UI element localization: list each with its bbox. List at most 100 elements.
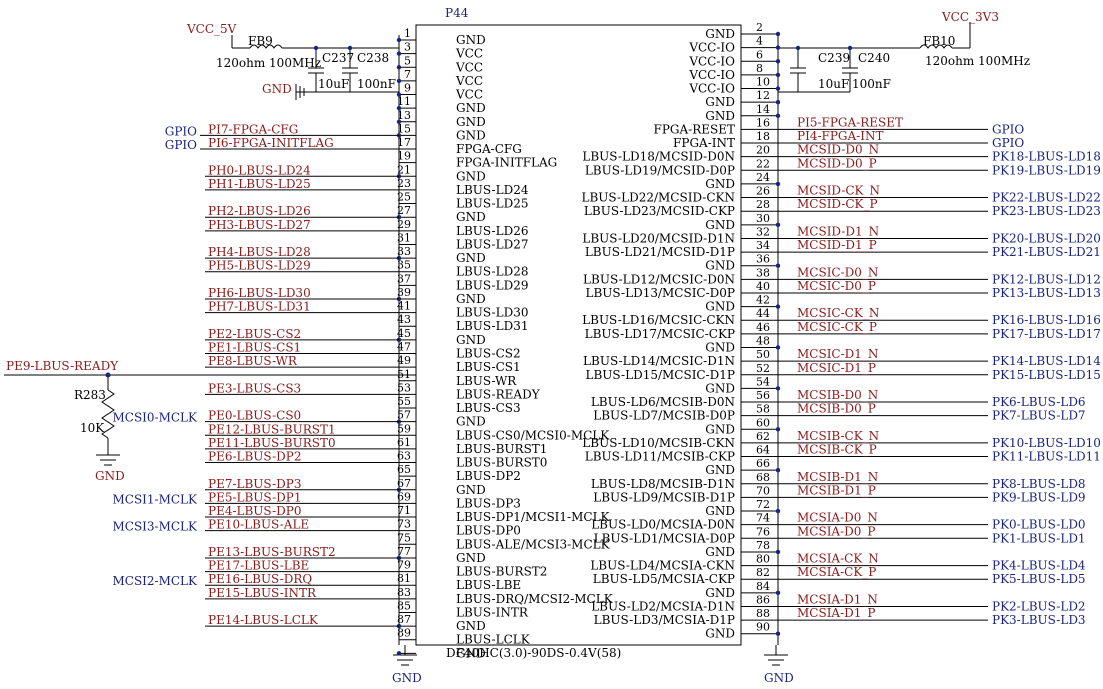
signal-alias-right: PK19-LBUS-LD19 xyxy=(992,163,1101,177)
pin-name-left: GND xyxy=(456,483,486,497)
pin-number: 52 xyxy=(756,362,770,375)
signal-alias-right: PK13-LBUS-LD13 xyxy=(992,286,1101,300)
pin-name-left: LBUS-READY xyxy=(456,387,541,401)
pin-number: 38 xyxy=(756,266,770,279)
net-label-right: MCSIA-D1_N xyxy=(797,592,878,606)
signal-alias-right: PK15-LBUS-LD15 xyxy=(992,368,1101,382)
junction-dot xyxy=(347,45,353,51)
gnd-label-right: GND xyxy=(764,671,794,685)
connector-body xyxy=(415,24,742,646)
pin-name-right: LBUS-LD4/MCSIA-CKN xyxy=(590,559,735,573)
net-label-right: MCSID-D0_P xyxy=(797,156,877,170)
junction-dot xyxy=(396,65,402,70)
junction-dot xyxy=(313,45,319,51)
net-label-right: MCSIB-D1_N xyxy=(797,470,878,484)
signal-alias-right: PK21-LBUS-LD21 xyxy=(992,245,1101,259)
junction-dot xyxy=(775,386,781,391)
junction-dot xyxy=(775,631,781,636)
junction-dot xyxy=(775,45,781,50)
pin-number: 88 xyxy=(756,607,770,620)
pin-number: 82 xyxy=(756,566,770,579)
net-label-left: PE15-LBUS-INTR xyxy=(208,586,317,600)
signal-alias-right: GPIO xyxy=(992,122,1024,136)
gnd-label-r283: GND xyxy=(95,469,125,483)
pin-name-left: VCC xyxy=(455,47,483,61)
net-label-right: MCSIC-D0_P xyxy=(797,279,876,293)
fb10-value: 120ohm 100MHz xyxy=(925,54,1030,68)
signal-alias-right: PK10-LBUS-LD10 xyxy=(992,436,1101,450)
pin-number: 77 xyxy=(397,545,411,558)
pin-name-left: GND xyxy=(456,101,486,115)
signal-alias-right: PK0-LBUS-LD0 xyxy=(992,518,1086,532)
c239-ref: C239 xyxy=(818,51,850,65)
signal-alias-left: GPIO xyxy=(165,138,197,152)
pin-name-right: LBUS-LD12/MCSIC-D0N xyxy=(583,272,735,286)
net-label-right: MCSIB-D1_P xyxy=(797,483,876,497)
pin-name-right: LBUS-LD11/MCSIB-CKP xyxy=(585,450,735,464)
pin-number: 6 xyxy=(756,48,763,61)
pin-name-left: GND xyxy=(456,619,486,633)
pin-name-right: LBUS-LD2/MCSIA-D1N xyxy=(591,599,735,613)
net-label-left: PH3-LBUS-LD27 xyxy=(208,218,311,232)
pin-number: 42 xyxy=(756,294,770,307)
pin-name-left: LBUS-DRQ/MCSI2-MCLK xyxy=(456,592,614,606)
pin-name-right: LBUS-LD14/MCSIC-D1N xyxy=(583,354,735,368)
connector-part: DF40HC(3.0)-90DS-0.4V(58) xyxy=(446,646,621,660)
pin-number: 86 xyxy=(756,593,770,606)
pin-number: 80 xyxy=(756,553,770,566)
pin-number: 11 xyxy=(397,95,411,108)
pin-number: 22 xyxy=(756,157,770,170)
pin-number: 17 xyxy=(397,136,411,149)
pin-name-left: LBUS-LD30 xyxy=(456,306,528,320)
signal-alias-left: GPIO xyxy=(165,124,197,138)
junction-dot xyxy=(775,345,781,350)
signal-alias-right: PK12-LBUS-LD12 xyxy=(992,272,1101,286)
pin-number: 64 xyxy=(756,444,770,457)
pin-name-left: LBUS-LBE xyxy=(456,578,521,592)
pin-name-left: GND xyxy=(456,169,486,183)
pin-number: 90 xyxy=(756,621,770,634)
signal-alias-right: PK3-LBUS-LD3 xyxy=(992,613,1086,627)
junction-dot xyxy=(775,590,781,596)
pin-number: 35 xyxy=(397,259,411,272)
pin-number: 23 xyxy=(397,177,411,190)
signal-alias-right: GPIO xyxy=(992,136,1024,150)
net-label-right: PI5-FPGA-RESET xyxy=(797,115,903,129)
pin-number: 34 xyxy=(756,239,770,252)
pin-number: 7 xyxy=(404,68,411,81)
pin-name-left: LBUS-LD29 xyxy=(456,278,528,292)
pin-name-right: VCC-IO xyxy=(688,41,735,55)
pin-name-right: GND xyxy=(705,545,735,559)
net-label-right: MCSIA-D1_P xyxy=(797,606,875,620)
pin-name-left: GND xyxy=(456,551,486,565)
pin-name-left: GND xyxy=(456,128,486,142)
pin-number: 48 xyxy=(756,334,770,347)
net-label-right: MCSID-CK_P xyxy=(797,197,878,211)
pin-name-left: LBUS-INTR xyxy=(456,605,529,619)
pin-number: 66 xyxy=(756,457,770,470)
pin-name-left: LBUS-CS2 xyxy=(456,346,521,360)
net-label-right: MCSID-D1_N xyxy=(797,224,879,238)
net-label-left: PI6-FPGA-INITFLAG xyxy=(208,136,334,150)
pin-name-right: LBUS-LD19/MCSID-D0P xyxy=(585,163,735,177)
pin-number: 15 xyxy=(397,122,411,135)
pin-number: 87 xyxy=(397,613,411,626)
pin-name-right: FPGA-INT xyxy=(673,136,735,150)
pin-number: 27 xyxy=(397,204,411,217)
net-label-left: PE4-LBUS-DP0 xyxy=(208,504,301,518)
pin-name-right: FPGA-RESET xyxy=(654,122,736,136)
signal-alias-right: PK7-LBUS-LD7 xyxy=(992,409,1086,423)
net-label-left: PH1-LBUS-LD25 xyxy=(208,177,311,191)
vcc5-label: VCC_5V xyxy=(186,22,237,36)
net-label-left: PE14-LBUS-LCLK xyxy=(208,613,319,627)
pin-number: 43 xyxy=(397,313,411,326)
pin-name-right: LBUS-LD17/MCSIC-CKP xyxy=(585,327,735,341)
net-label-left: PE8-LBUS-WR xyxy=(208,354,298,368)
signal-alias-left: MCSI0-MCLK xyxy=(112,411,198,425)
pin-number: 69 xyxy=(397,490,411,503)
pin-name-left: LBUS-DP0 xyxy=(456,524,521,538)
junction-dot xyxy=(396,92,402,97)
pin-number: 74 xyxy=(756,512,770,525)
pin-name-right: LBUS-LD22/MCSID-CKN xyxy=(582,191,736,205)
pin-name-right: LBUS-LD18/MCSID-D0N xyxy=(582,150,735,164)
